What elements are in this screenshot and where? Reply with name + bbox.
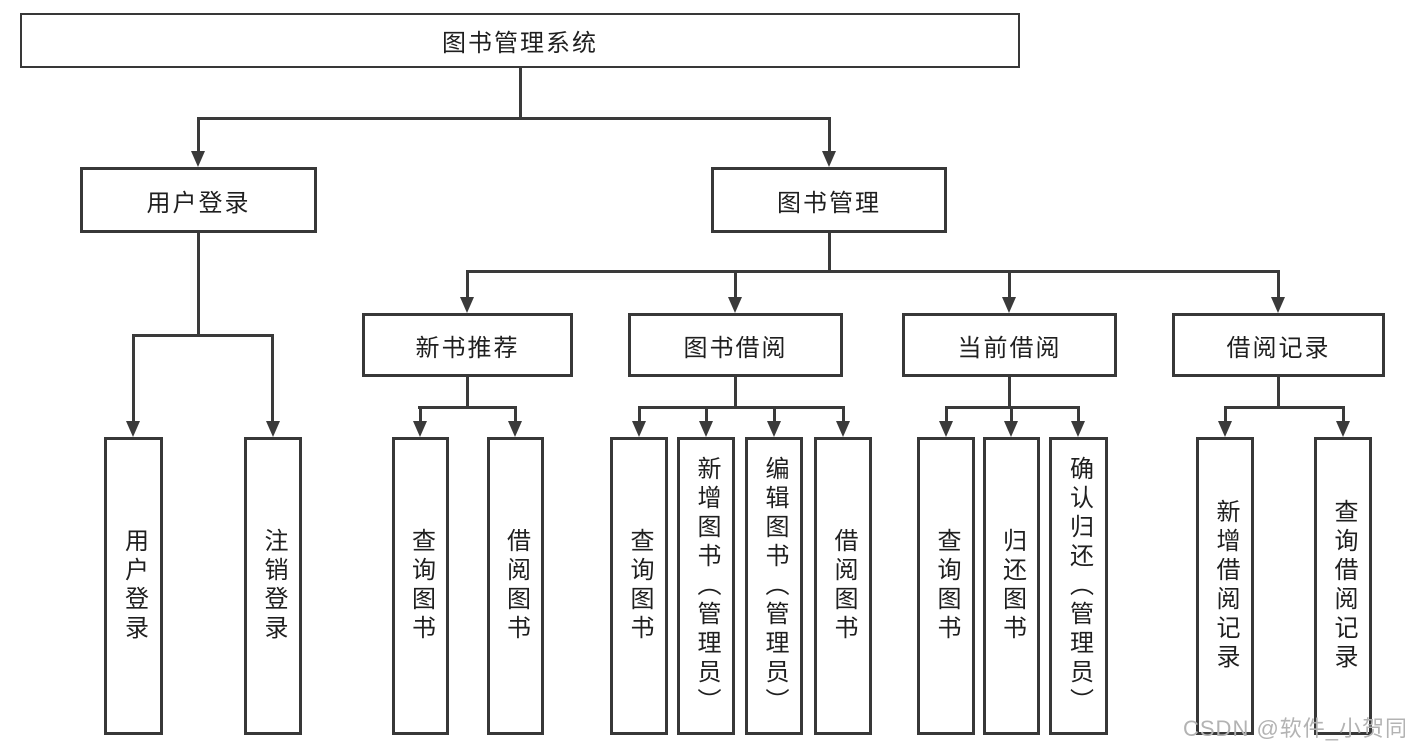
node-label: 借阅图书 [502,528,530,644]
node-label: 用户登录 [120,528,148,644]
connector-line [734,270,737,298]
connector-line [466,377,469,409]
connector-line [705,406,708,421]
node-new-book-recommend: 新书推荐 [362,313,573,377]
node-label: 归还图书 [998,528,1026,644]
node-label: 查询图书 [407,528,435,644]
node-borrow-records: 借阅记录 [1172,313,1385,377]
connector-line [1008,270,1011,298]
node-root: 图书管理系统 [20,13,1020,68]
node-leaf-login: 用户登录 [104,437,163,735]
arrow-down-icon [460,297,474,313]
connector-line [514,406,517,421]
node-leaf-edit-book-admin: 编辑图书（管理员） [745,437,803,735]
connector-line [1342,406,1345,421]
arrow-down-icon [1336,421,1350,437]
arrow-down-icon [1218,421,1232,437]
node-label: 查询借阅记录 [1330,499,1357,673]
node-leaf-logout: 注销登录 [244,437,302,735]
connector-line [1010,406,1013,421]
node-book-management: 图书管理 [711,167,947,233]
connector-line [132,334,274,337]
connector-line [132,334,135,422]
arrow-down-icon [699,421,713,437]
arrow-down-icon [1002,297,1016,313]
node-label: 查询图书 [626,528,653,644]
connector-line [418,406,517,409]
node-leaf-confirm-return-admin: 确认归还（管理员） [1049,437,1108,735]
node-label: 注销登录 [260,528,287,644]
node-label: 新增图书（管理员） [693,455,720,717]
connector-line [271,334,274,422]
connector-line [945,406,948,421]
node-label: 编辑图书（管理员） [761,455,788,717]
node-user-login: 用户登录 [80,167,317,233]
arrow-down-icon [939,421,953,437]
connector-line [1224,406,1227,421]
connector-line [197,117,831,120]
connector-line [197,117,200,153]
arrow-down-icon [126,421,140,437]
arrow-down-icon [1071,421,1085,437]
connector-line [638,406,844,409]
node-label: 查询图书 [933,528,960,644]
connector-line [842,406,845,421]
arrow-down-icon [266,421,280,437]
connector-line [773,406,776,421]
connector-line [828,117,831,153]
arrow-down-icon [836,421,850,437]
node-leaf-borrow-book: 借阅图书 [814,437,872,735]
csdn-watermark: CSDN @软件_小贺同学 [1183,716,1405,741]
node-label: 确认归还（管理员） [1065,455,1093,717]
connector-line [197,233,200,336]
node-leaf-add-book-admin: 新增图书（管理员） [677,437,735,735]
connector-line [1277,270,1280,298]
arrow-down-icon [413,421,427,437]
connector-line [1008,377,1011,409]
connector-line [828,233,831,273]
arrow-down-icon [632,421,646,437]
node-leaf-query-book: 查询图书 [392,437,449,735]
arrow-down-icon [767,421,781,437]
arrow-down-icon [191,151,205,167]
connector-line [734,377,737,409]
connector-line [1224,406,1345,409]
arrow-down-icon [1004,421,1018,437]
connector-line [466,270,1280,273]
node-book-borrow: 图书借阅 [628,313,843,377]
connector-line [1277,377,1280,409]
connector-line [466,270,469,298]
connector-line [1077,406,1080,421]
connector-line [419,406,422,421]
arrow-down-icon [508,421,522,437]
node-leaf-add-borrow-record: 新增借阅记录 [1196,437,1254,735]
arrow-down-icon [1271,297,1285,313]
node-leaf-borrow-book: 借阅图书 [487,437,544,735]
connector-line [638,406,641,421]
connector-line [519,68,522,117]
node-leaf-query-borrow-record: 查询借阅记录 [1314,437,1372,735]
arrow-down-icon [728,297,742,313]
node-label: 新增借阅记录 [1212,499,1239,673]
node-leaf-query-book: 查询图书 [610,437,668,735]
node-leaf-return-book: 归还图书 [983,437,1040,735]
node-label: 借阅图书 [830,528,857,644]
node-leaf-query-book: 查询图书 [917,437,975,735]
arrow-down-icon [822,151,836,167]
node-current-borrow: 当前借阅 [902,313,1117,377]
